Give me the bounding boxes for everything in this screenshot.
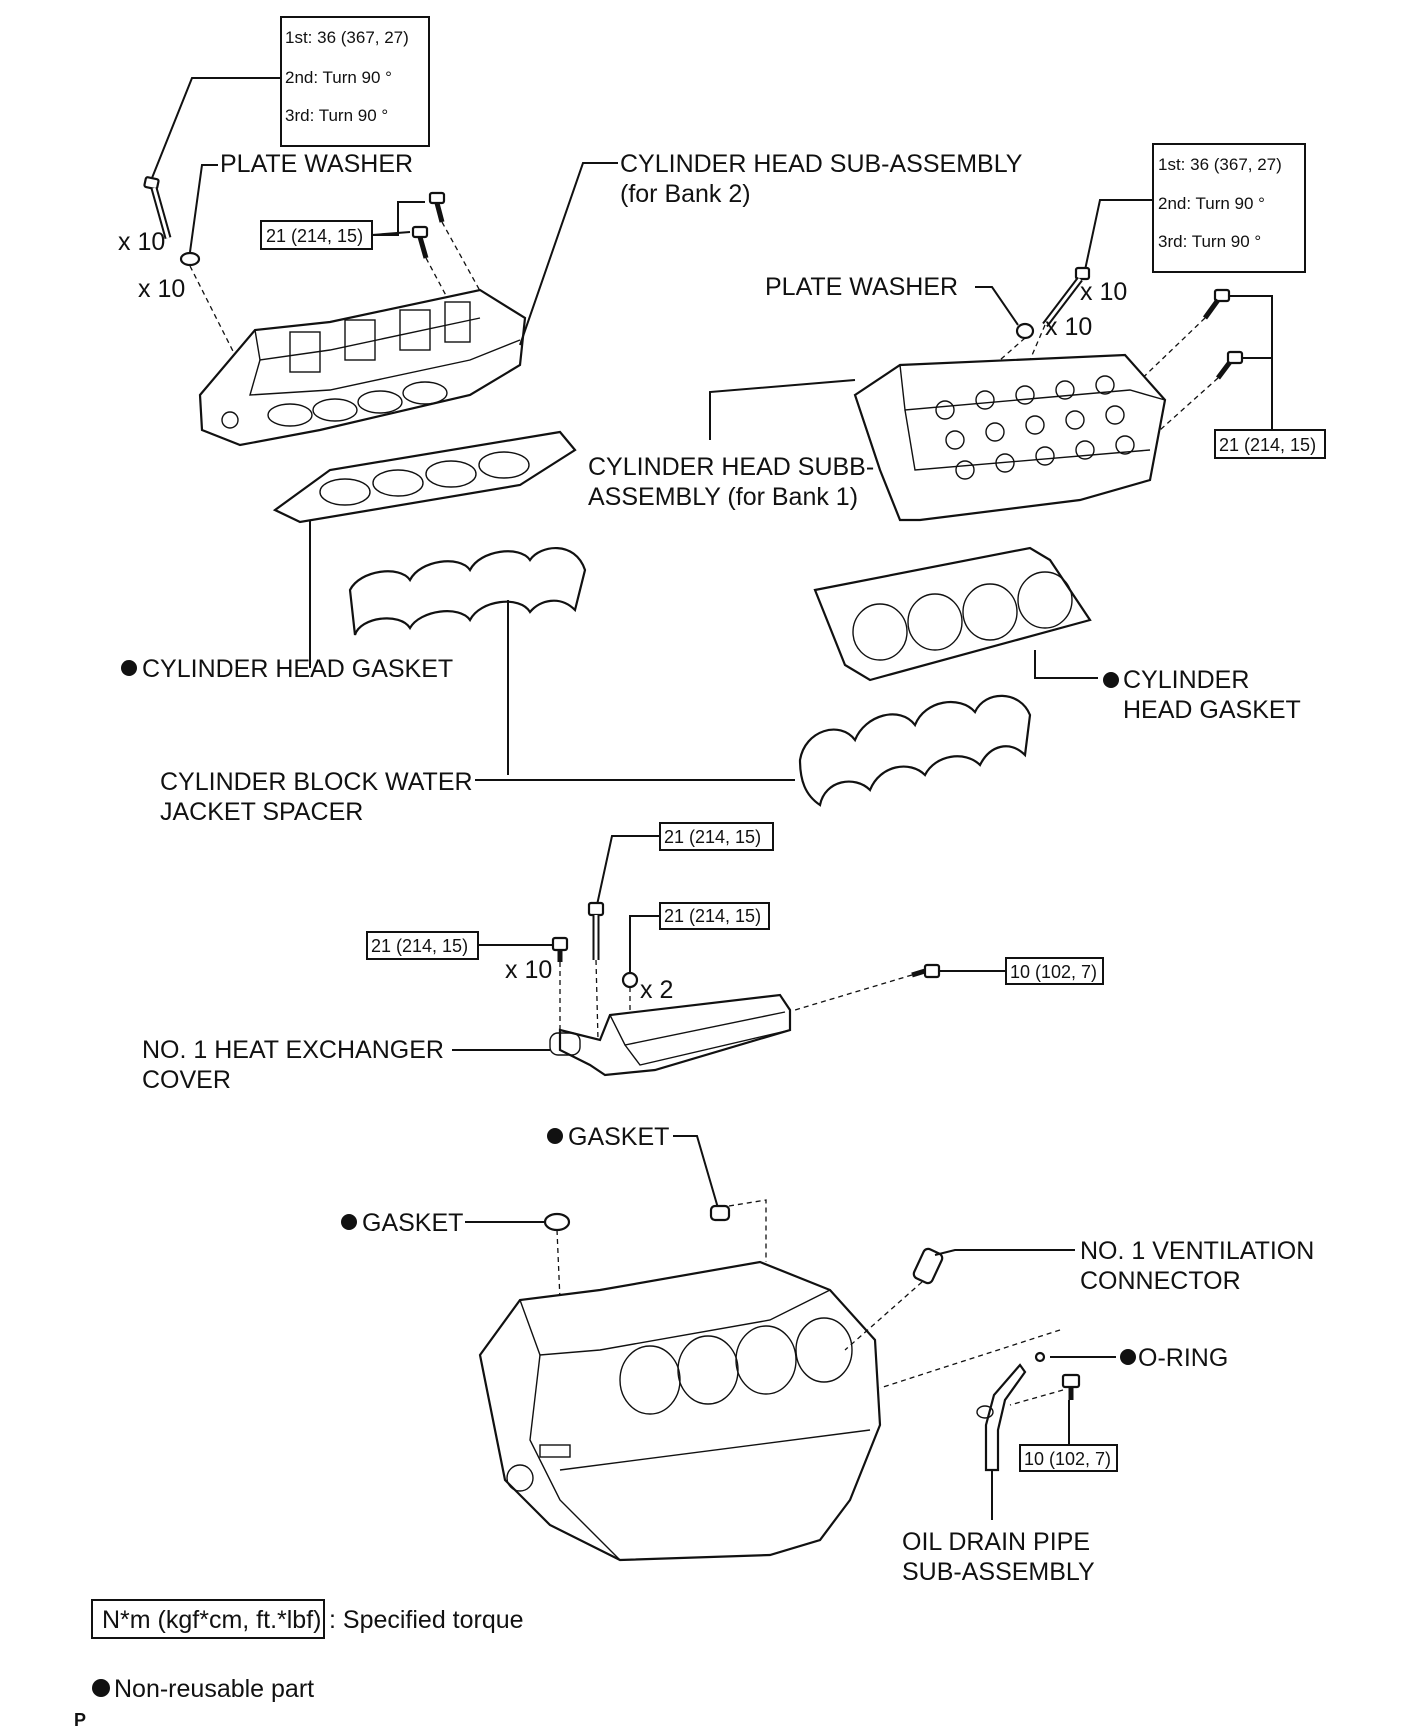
hx-left-torque-box: 21 (214, 15) (366, 931, 479, 960)
bank1-gasket-label-line1: CYLINDER (1123, 666, 1249, 694)
hx-left-torque: 21 (214, 15) (371, 936, 468, 956)
hx-top-torque: 21 (214, 15) (664, 827, 761, 847)
vent-label-line2: CONNECTOR (1080, 1267, 1241, 1295)
bank2-washer-qty: x 10 (138, 275, 185, 303)
non-reusable-marker (547, 1128, 563, 1144)
plate-washer-icon (179, 251, 201, 267)
oil-drain-pipe-part (976, 1363, 1027, 1472)
spacer-label-line2: JACKET SPACER (160, 798, 363, 826)
bank1-bolt-qty: x 10 (1080, 278, 1127, 306)
cylinder-head-gasket-bank2-part (272, 430, 577, 524)
bank2-torque-step2: 2nd: Turn 90 ° (285, 68, 392, 87)
gasket-ring-icon (543, 1212, 571, 1232)
heat-exchanger-cover-part (549, 993, 792, 1077)
long-bolt-icon (587, 901, 605, 960)
bank1-bolt-torque: 21 (214, 15) (1219, 435, 1316, 455)
gasket-plug-icon (709, 1204, 731, 1222)
legend-non-reusable: Non-reusable part (92, 1675, 314, 1703)
bank1-head-label-line1: CYLINDER HEAD SUBB- (588, 453, 874, 481)
cylinder-head-bank2-part (198, 288, 527, 447)
hx-right-torque: 10 (102, 7) (1010, 962, 1097, 982)
small-bolt-icon (411, 225, 429, 259)
small-bolt-icon (1216, 350, 1244, 380)
water-jacket-spacer-bank1-part (798, 694, 1032, 807)
bank1-torque-table: 1st: 36 (367, 27) 2nd: Turn 90 ° 3rd: Tu… (1152, 143, 1306, 273)
bank1-gasket-label-line2: HEAD GASKET (1123, 696, 1301, 724)
drain-bolt-torque-box: 10 (102, 7) (1019, 1444, 1118, 1472)
legend-non-reusable-text: Non-reusable part (114, 1675, 314, 1703)
hx-right-torque-box: 10 (102, 7) (1005, 957, 1104, 985)
small-bolt-icon (1202, 288, 1231, 320)
bank2-torque-step3: 3rd: Turn 90 ° (285, 106, 388, 125)
cylinder-block-part (478, 1260, 882, 1562)
drain-bolt-torque: 10 (102, 7) (1024, 1449, 1111, 1469)
hx-top-torque-box: 21 (214, 15) (659, 822, 774, 851)
bank1-torque-step2: 2nd: Turn 90 ° (1158, 194, 1265, 213)
bank1-head-label-line2: ASSEMBLY (for Bank 1) (588, 483, 858, 511)
bank1-torque-step3: 3rd: Turn 90 ° (1158, 232, 1261, 251)
small-bolt-icon (551, 936, 569, 962)
top-gasket-label: GASKET (568, 1123, 669, 1151)
vent-label-line1: NO. 1 VENTILATION (1080, 1237, 1314, 1265)
hx-label-line2: COVER (142, 1066, 231, 1094)
non-reusable-marker (1103, 672, 1119, 688)
non-reusable-marker (92, 1679, 110, 1697)
cylinder-head-gasket-bank1-part (813, 546, 1092, 682)
drain-label-line1: OIL DRAIN PIPE (902, 1528, 1090, 1556)
bank2-torque-step1: 1st: 36 (367, 27) (285, 28, 409, 47)
bank1-washer-qty: x 10 (1045, 313, 1092, 341)
bank2-head-label-line2: (for Bank 2) (620, 180, 751, 208)
hx-mid-qty: x 2 (640, 976, 673, 1004)
spacer-label-line1: CYLINDER BLOCK WATER (160, 768, 473, 796)
page-mark: P (74, 1710, 86, 1730)
o-ring-icon (1034, 1351, 1046, 1363)
bank2-plate-washer-label: PLATE WASHER (220, 150, 413, 178)
plate-washer-icon (1015, 322, 1035, 340)
legend-torque-desc: : Specified torque (329, 1606, 524, 1634)
cylinder-head-bank1-part (853, 353, 1167, 522)
head-bolt-icon (1042, 266, 1091, 328)
hx-mid-torque: 21 (214, 15) (664, 906, 761, 926)
bank2-bolt-torque: 21 (214, 15) (266, 226, 363, 246)
legend-torque-unit: N*m (kgf*cm, ft.*lbf) (102, 1606, 321, 1634)
small-bolt-icon (911, 963, 941, 979)
legend-torque: N*m (kgf*cm, ft.*lbf) : Specified torque (91, 1599, 524, 1639)
left-gasket-label: GASKET (362, 1209, 463, 1237)
water-jacket-spacer-bank2-part (348, 547, 587, 636)
bank2-bolt-qty: x 10 (118, 228, 165, 256)
bank2-bolt-torque-box: 21 (214, 15) (260, 220, 373, 250)
hx-mid-torque-box: 21 (214, 15) (659, 902, 770, 930)
hx-label-line1: NO. 1 HEAT EXCHANGER (142, 1036, 444, 1064)
bank1-plate-washer-label: PLATE WASHER (765, 273, 958, 301)
small-bolt-icon (428, 191, 446, 223)
bank1-bolt-torque-box: 21 (214, 15) (1214, 429, 1326, 459)
non-reusable-marker (1120, 1349, 1136, 1365)
hx-left-qty: x 10 (505, 956, 552, 984)
drain-label-line2: SUB-ASSEMBLY (902, 1558, 1095, 1586)
non-reusable-marker (121, 660, 137, 676)
o-ring-label: O-RING (1138, 1344, 1228, 1372)
bank2-gasket-label: CYLINDER HEAD GASKET (142, 655, 453, 683)
small-bolt-icon (1061, 1373, 1081, 1400)
bank1-torque-step1: 1st: 36 (367, 27) (1158, 155, 1282, 174)
small-nut-icon (621, 971, 639, 989)
ventilation-connector-part (912, 1247, 944, 1285)
head-bolt-icon (143, 176, 172, 239)
bank2-torque-table: 1st: 36 (367, 27) 2nd: Turn 90 ° 3rd: Tu… (280, 16, 430, 147)
non-reusable-marker (341, 1214, 357, 1230)
bank2-head-label-line1: CYLINDER HEAD SUB-ASSEMBLY (620, 150, 1023, 178)
